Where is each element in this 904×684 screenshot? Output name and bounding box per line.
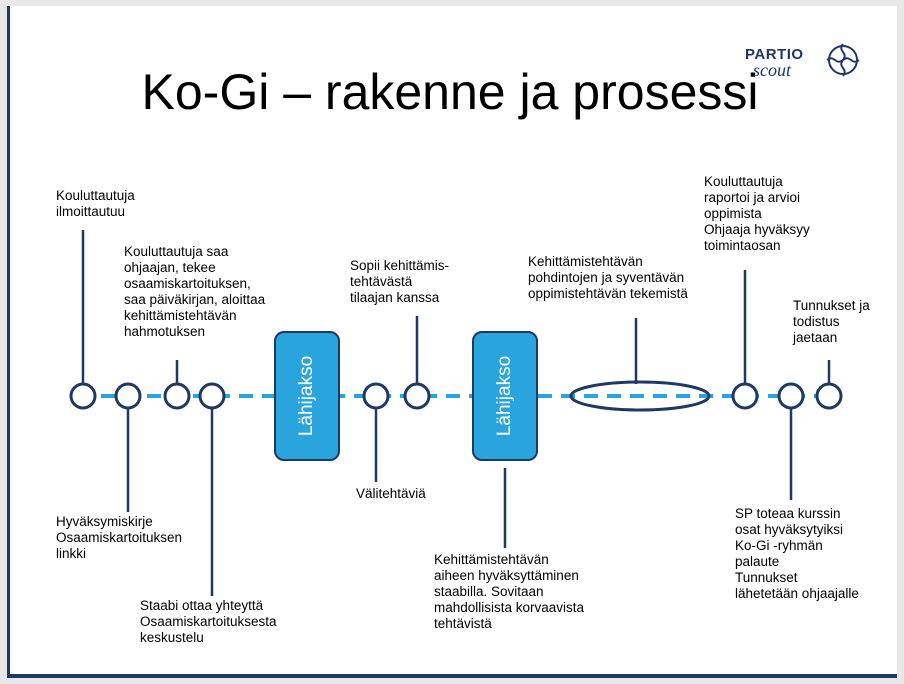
step-label-completion: SP toteaa kurssin osat hyväksytyiksi Ko-… [735,506,859,601]
step-circle [362,382,390,410]
logo-scout-text: scout [753,60,791,80]
lahijakso-block-2: Lähijakso [472,331,538,461]
lahijakso-label: Lähijakso [494,355,515,437]
logo-partio-text: PARTIO [745,46,804,63]
slide [7,6,897,678]
step-label-interim-tasks: Välitehtäviä [356,486,426,501]
partio-scout-logo: PARTIO scout [745,38,865,90]
lahijakso-block-1: Lähijakso [274,331,340,461]
step-circle [69,382,97,410]
slide-title: Ko-Gi – rakenne ja prosessi [141,64,759,120]
lahijakso-label: Lähijakso [296,355,317,437]
step-circle [731,382,759,410]
step-label-acceptance: Hyväksymiskirje Osaamiskartoituksen link… [56,514,183,561]
step-label-agreement: Sopii kehittämis- tehtävästä tilaajan ka… [350,258,450,305]
step-label-topic-approval: Kehittämistehtävän aiheen hyväksyttämine… [434,552,585,631]
step-label-staff-contact: Staabi ottaa yhteyttä Osaamiskartoitukse… [140,598,277,645]
step-circle [198,382,226,410]
step-circle [163,382,191,410]
scout-emblem-icon [826,43,860,77]
step-label-report: Kouluttautuja raportoi ja arvioi oppimis… [704,174,810,253]
step-label-certificates: Tunnukset ja todistus jaetaan [793,298,870,345]
step-circle [815,382,843,410]
step-circle [403,382,431,410]
step-label-mentor: Kouluttautuja saa ohjaajan, tekee osaami… [124,244,266,339]
step-circle [777,382,805,410]
step-label-registration: Kouluttautuja ilmoittautuu [56,188,135,219]
period-ellipse [569,380,711,412]
step-label-development: Kehittämistehtävän pohdintojen ja syvent… [528,254,688,301]
step-circle [114,382,142,410]
